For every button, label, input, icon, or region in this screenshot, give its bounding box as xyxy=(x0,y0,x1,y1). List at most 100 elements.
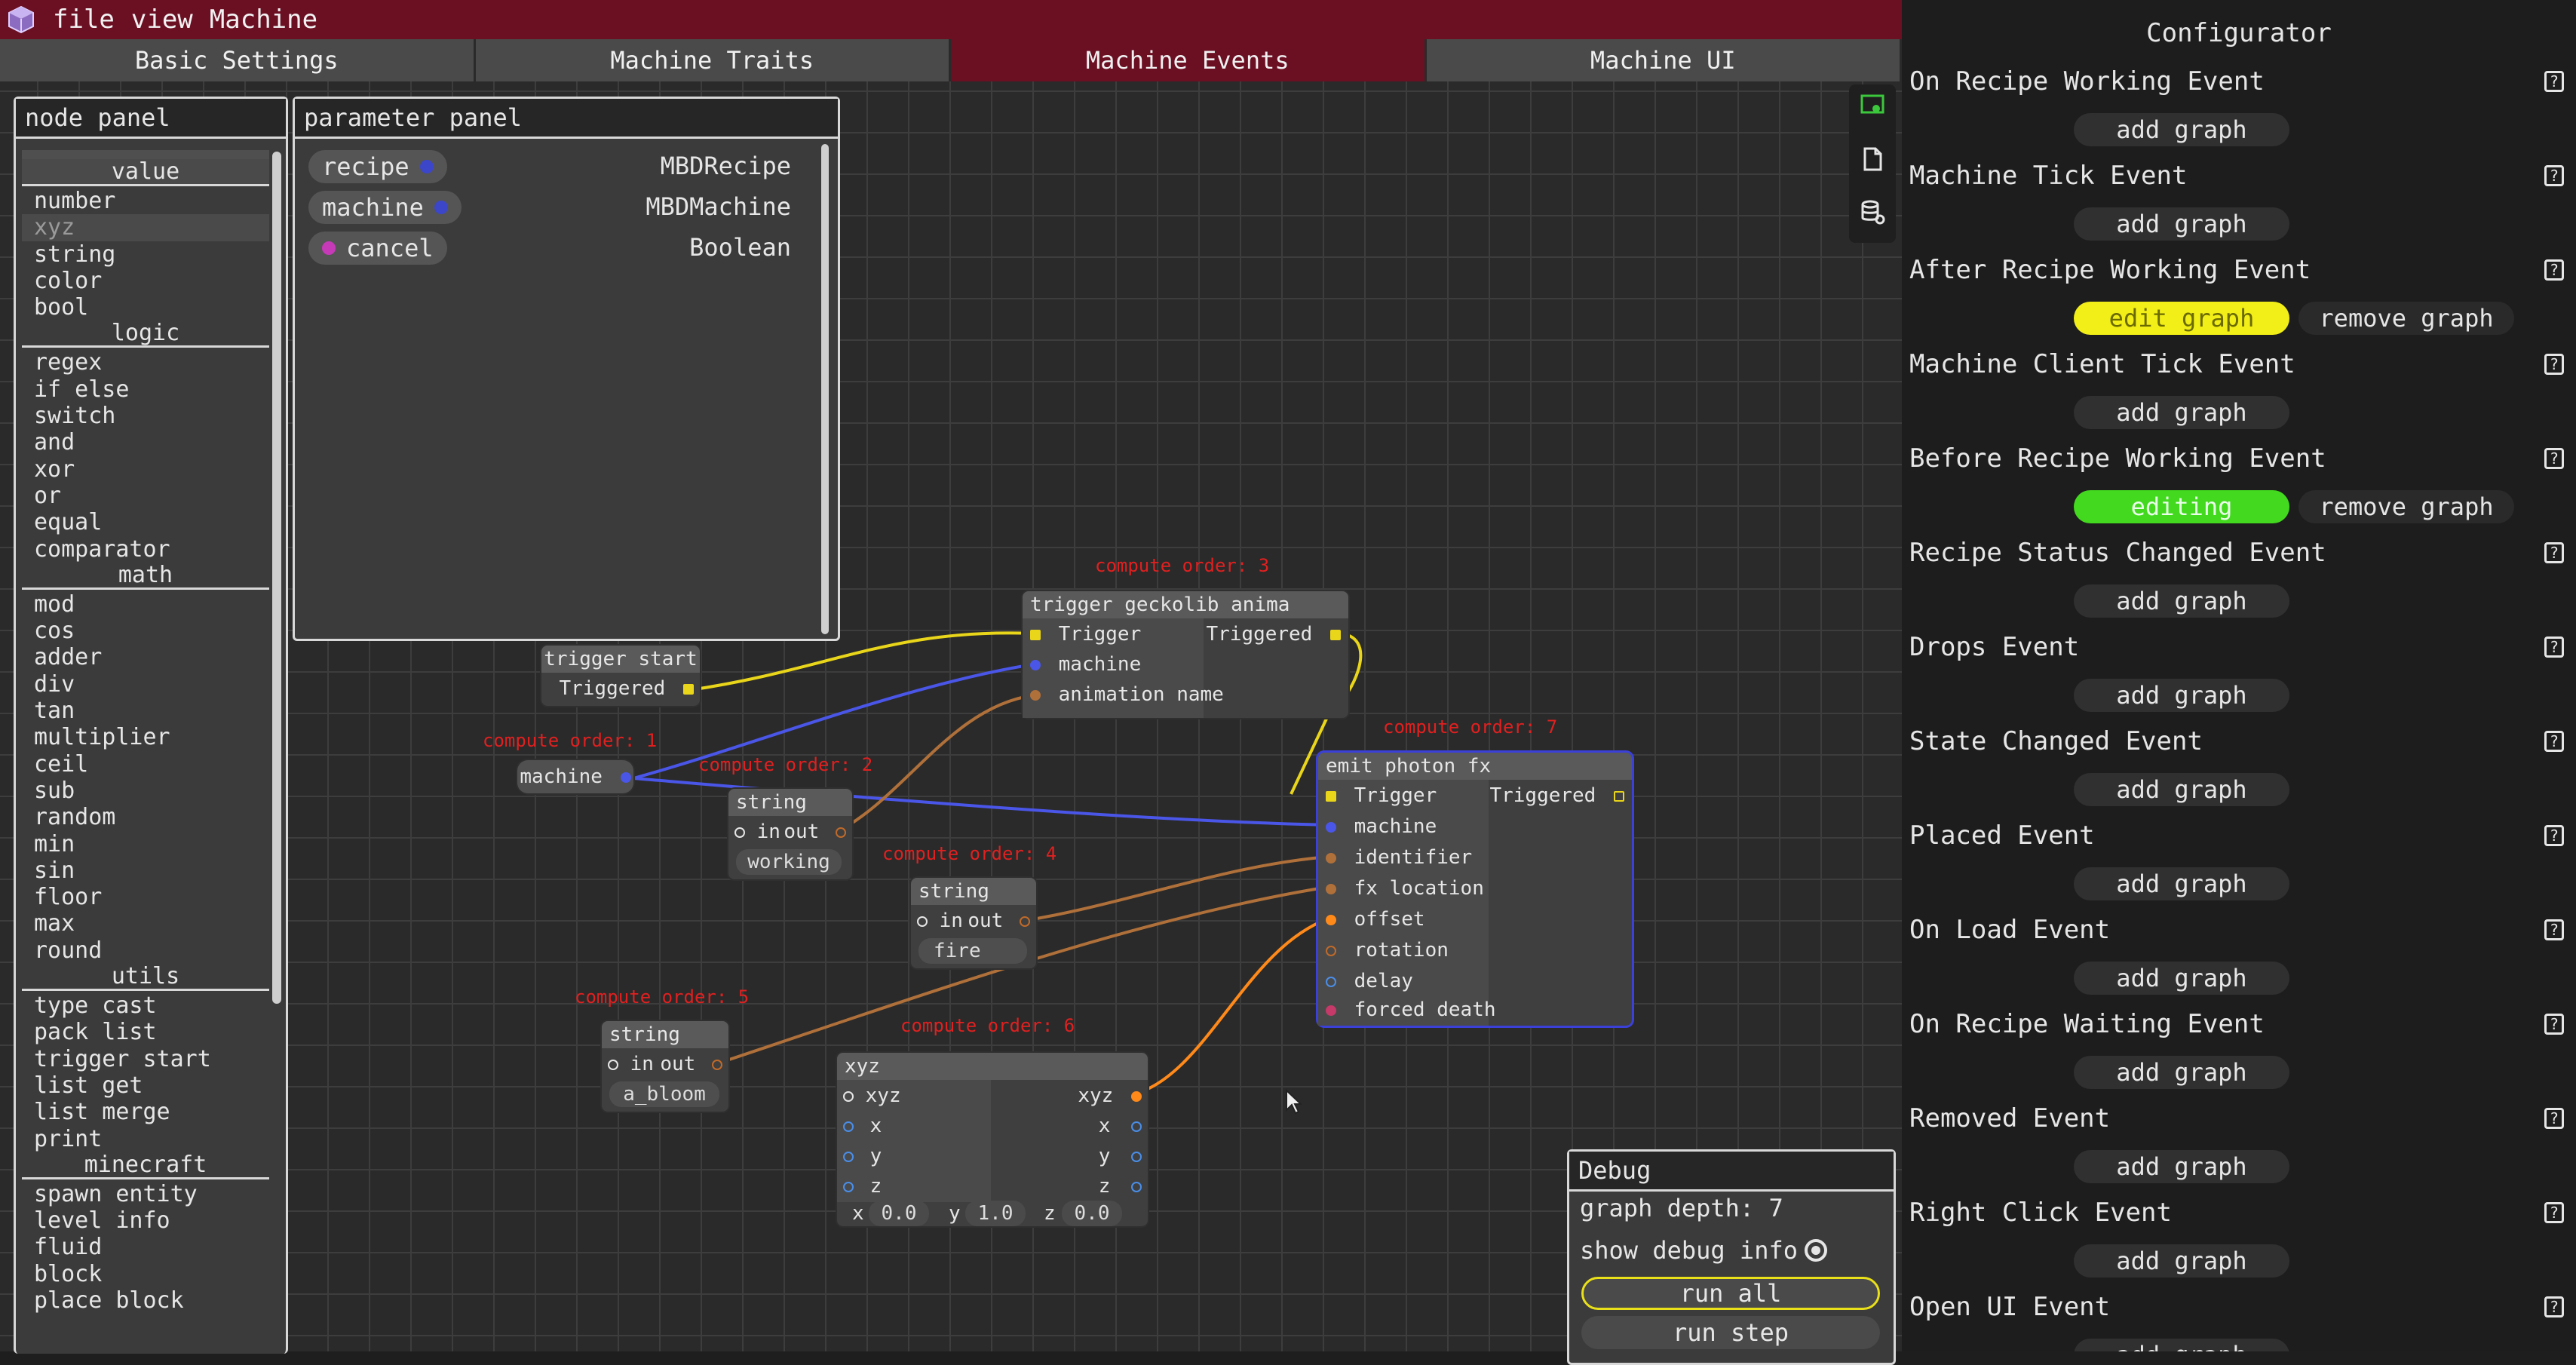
port-out[interactable]: out xyxy=(968,906,1030,935)
node-trigger-geckolib-anim[interactable]: trigger geckolib anima Trigger machine a… xyxy=(1023,591,1348,718)
add-graph-button[interactable]: add graph xyxy=(2074,1244,2289,1278)
port-y-out[interactable]: y xyxy=(1099,1142,1142,1170)
node-item-div[interactable]: div xyxy=(34,670,75,698)
port-out[interactable]: out xyxy=(784,817,846,846)
node-item-level-info[interactable]: level info xyxy=(34,1207,170,1235)
node-item-place-block[interactable]: place block xyxy=(34,1287,184,1314)
node-item-or[interactable]: or xyxy=(34,482,62,509)
port-xyz-in[interactable]: xyz xyxy=(843,1081,901,1110)
node-item-if-else[interactable]: if else xyxy=(34,376,130,403)
tab-machine-ui[interactable]: Machine UI xyxy=(1427,39,1902,81)
node-item-floor[interactable]: floor xyxy=(34,884,103,911)
node-string-working[interactable]: string in out working xyxy=(728,789,852,879)
node-item-min[interactable]: min xyxy=(34,830,75,857)
node-item-print[interactable]: print xyxy=(34,1125,103,1152)
y-value-field[interactable]: 1.0 xyxy=(965,1201,1026,1226)
add-graph-button[interactable]: add graph xyxy=(2074,679,2289,712)
node-item-trigger-start[interactable]: trigger start xyxy=(34,1045,211,1072)
node-item-multiplier[interactable]: multiplier xyxy=(34,724,170,751)
string-value-field[interactable]: working xyxy=(736,849,842,875)
node-item-equal[interactable]: equal xyxy=(34,509,103,536)
add-graph-button[interactable]: add graph xyxy=(2074,584,2289,618)
node-item-color[interactable]: color xyxy=(34,267,103,294)
port-x-out[interactable]: x xyxy=(1099,1112,1142,1140)
port-triggered-out[interactable]: Triggered xyxy=(1206,620,1341,649)
node-item-switch[interactable]: switch xyxy=(34,403,116,430)
node-item-adder[interactable]: adder xyxy=(34,644,103,671)
node-item-regex[interactable]: regex xyxy=(34,349,103,376)
node-machine-param[interactable]: machine xyxy=(517,760,633,793)
graph-view-icon[interactable] xyxy=(1860,92,1885,118)
port-z-in[interactable]: z xyxy=(843,1172,882,1201)
tab-machine-events[interactable]: Machine Events xyxy=(951,39,1427,81)
node-item-comparator[interactable]: comparator xyxy=(34,535,170,563)
node-item-sin[interactable]: sin xyxy=(34,857,75,884)
help-icon[interactable]: ? xyxy=(2544,165,2564,186)
string-value-field[interactable]: a_bloom xyxy=(609,1081,719,1107)
port-trigger-in[interactable]: Trigger xyxy=(1326,781,1437,810)
database-settings-icon[interactable] xyxy=(1860,199,1885,225)
file-icon[interactable] xyxy=(1860,146,1885,172)
add-graph-button[interactable]: add graph xyxy=(2074,962,2289,995)
param-pill[interactable]: machine xyxy=(308,191,462,224)
port-forced-death-in[interactable]: forced death xyxy=(1326,995,1496,1024)
string-value-field[interactable]: fire xyxy=(918,938,1027,964)
node-item-type-cast[interactable]: type cast xyxy=(34,992,157,1020)
port-machine-out[interactable]: machine xyxy=(517,762,633,791)
node-item-cos[interactable]: cos xyxy=(34,618,75,645)
port-y-in[interactable]: y xyxy=(843,1142,882,1170)
node-xyz[interactable]: xyz xyz x y z xyz x y z xyxy=(837,1053,1148,1226)
remove-graph-button[interactable]: remove graph xyxy=(2298,302,2514,335)
help-icon[interactable]: ? xyxy=(2544,1296,2564,1317)
node-panel-scrollbar[interactable] xyxy=(272,152,281,1004)
add-graph-button[interactable]: add graph xyxy=(2074,867,2289,900)
add-graph-button[interactable]: add graph xyxy=(2074,1339,2289,1351)
node-item-number[interactable]: number xyxy=(34,188,116,214)
port-animation-name-in[interactable]: animation name xyxy=(1030,680,1224,709)
editing-button[interactable]: editing xyxy=(2074,490,2289,523)
node-item-max[interactable]: max xyxy=(34,910,75,937)
menu-file[interactable]: file xyxy=(53,5,115,35)
port-out[interactable]: out xyxy=(660,1050,722,1078)
help-icon[interactable]: ? xyxy=(2544,1202,2564,1223)
node-item-xor[interactable]: xor xyxy=(34,456,75,483)
help-icon[interactable]: ? xyxy=(2544,1108,2564,1129)
node-string-bloom[interactable]: string in out a_bloom xyxy=(602,1021,728,1112)
port-in[interactable]: in xyxy=(608,1050,654,1078)
show-debug-info-toggle[interactable] xyxy=(1805,1239,1827,1262)
port-triggered-out[interactable]: Triggered xyxy=(1489,781,1624,810)
help-icon[interactable]: ? xyxy=(2544,71,2564,92)
help-icon[interactable]: ? xyxy=(2544,1014,2564,1035)
help-icon[interactable]: ? xyxy=(2544,636,2564,658)
node-item-random[interactable]: random xyxy=(34,804,116,831)
add-graph-button[interactable]: add graph xyxy=(2074,1150,2289,1183)
add-graph-button[interactable]: add graph xyxy=(2074,396,2289,429)
node-item-tan[interactable]: tan xyxy=(34,698,75,725)
port-fx-location-in[interactable]: fx location xyxy=(1326,874,1484,903)
parameter-panel-scrollbar[interactable] xyxy=(821,144,829,634)
node-trigger-start[interactable]: trigger start Triggered xyxy=(541,646,700,706)
port-machine-in[interactable]: machine xyxy=(1326,812,1437,841)
edit-graph-button[interactable]: edit graph xyxy=(2074,302,2289,335)
help-icon[interactable]: ? xyxy=(2544,448,2564,469)
node-emit-photon-fx[interactable]: emit photon fx Trigger machine identifie… xyxy=(1318,753,1632,1026)
help-icon[interactable]: ? xyxy=(2544,542,2564,563)
add-graph-button[interactable]: add graph xyxy=(2074,1056,2289,1089)
node-item-spawn-entity[interactable]: spawn entity xyxy=(34,1180,198,1207)
help-icon[interactable]: ? xyxy=(2544,825,2564,846)
add-graph-button[interactable]: add graph xyxy=(2074,773,2289,806)
x-value-field[interactable]: 0.0 xyxy=(869,1201,929,1226)
run-step-button[interactable]: run step xyxy=(1581,1316,1880,1349)
node-item-bool[interactable]: bool xyxy=(34,294,89,321)
menu-machine[interactable]: Machine xyxy=(209,5,318,35)
port-in[interactable]: in xyxy=(917,906,963,935)
node-item-fluid[interactable]: fluid xyxy=(34,1234,103,1261)
tab-machine-traits[interactable]: Machine Traits xyxy=(476,39,951,81)
port-triggered-out[interactable]: Triggered xyxy=(559,674,694,703)
node-item-list-get[interactable]: list get xyxy=(34,1072,143,1099)
add-graph-button[interactable]: add graph xyxy=(2074,113,2289,146)
tab-basic-settings[interactable]: Basic Settings xyxy=(0,39,476,81)
port-machine-in[interactable]: machine xyxy=(1030,650,1141,679)
node-item-and[interactable]: and xyxy=(34,429,75,456)
port-offset-in[interactable]: offset xyxy=(1326,905,1425,934)
